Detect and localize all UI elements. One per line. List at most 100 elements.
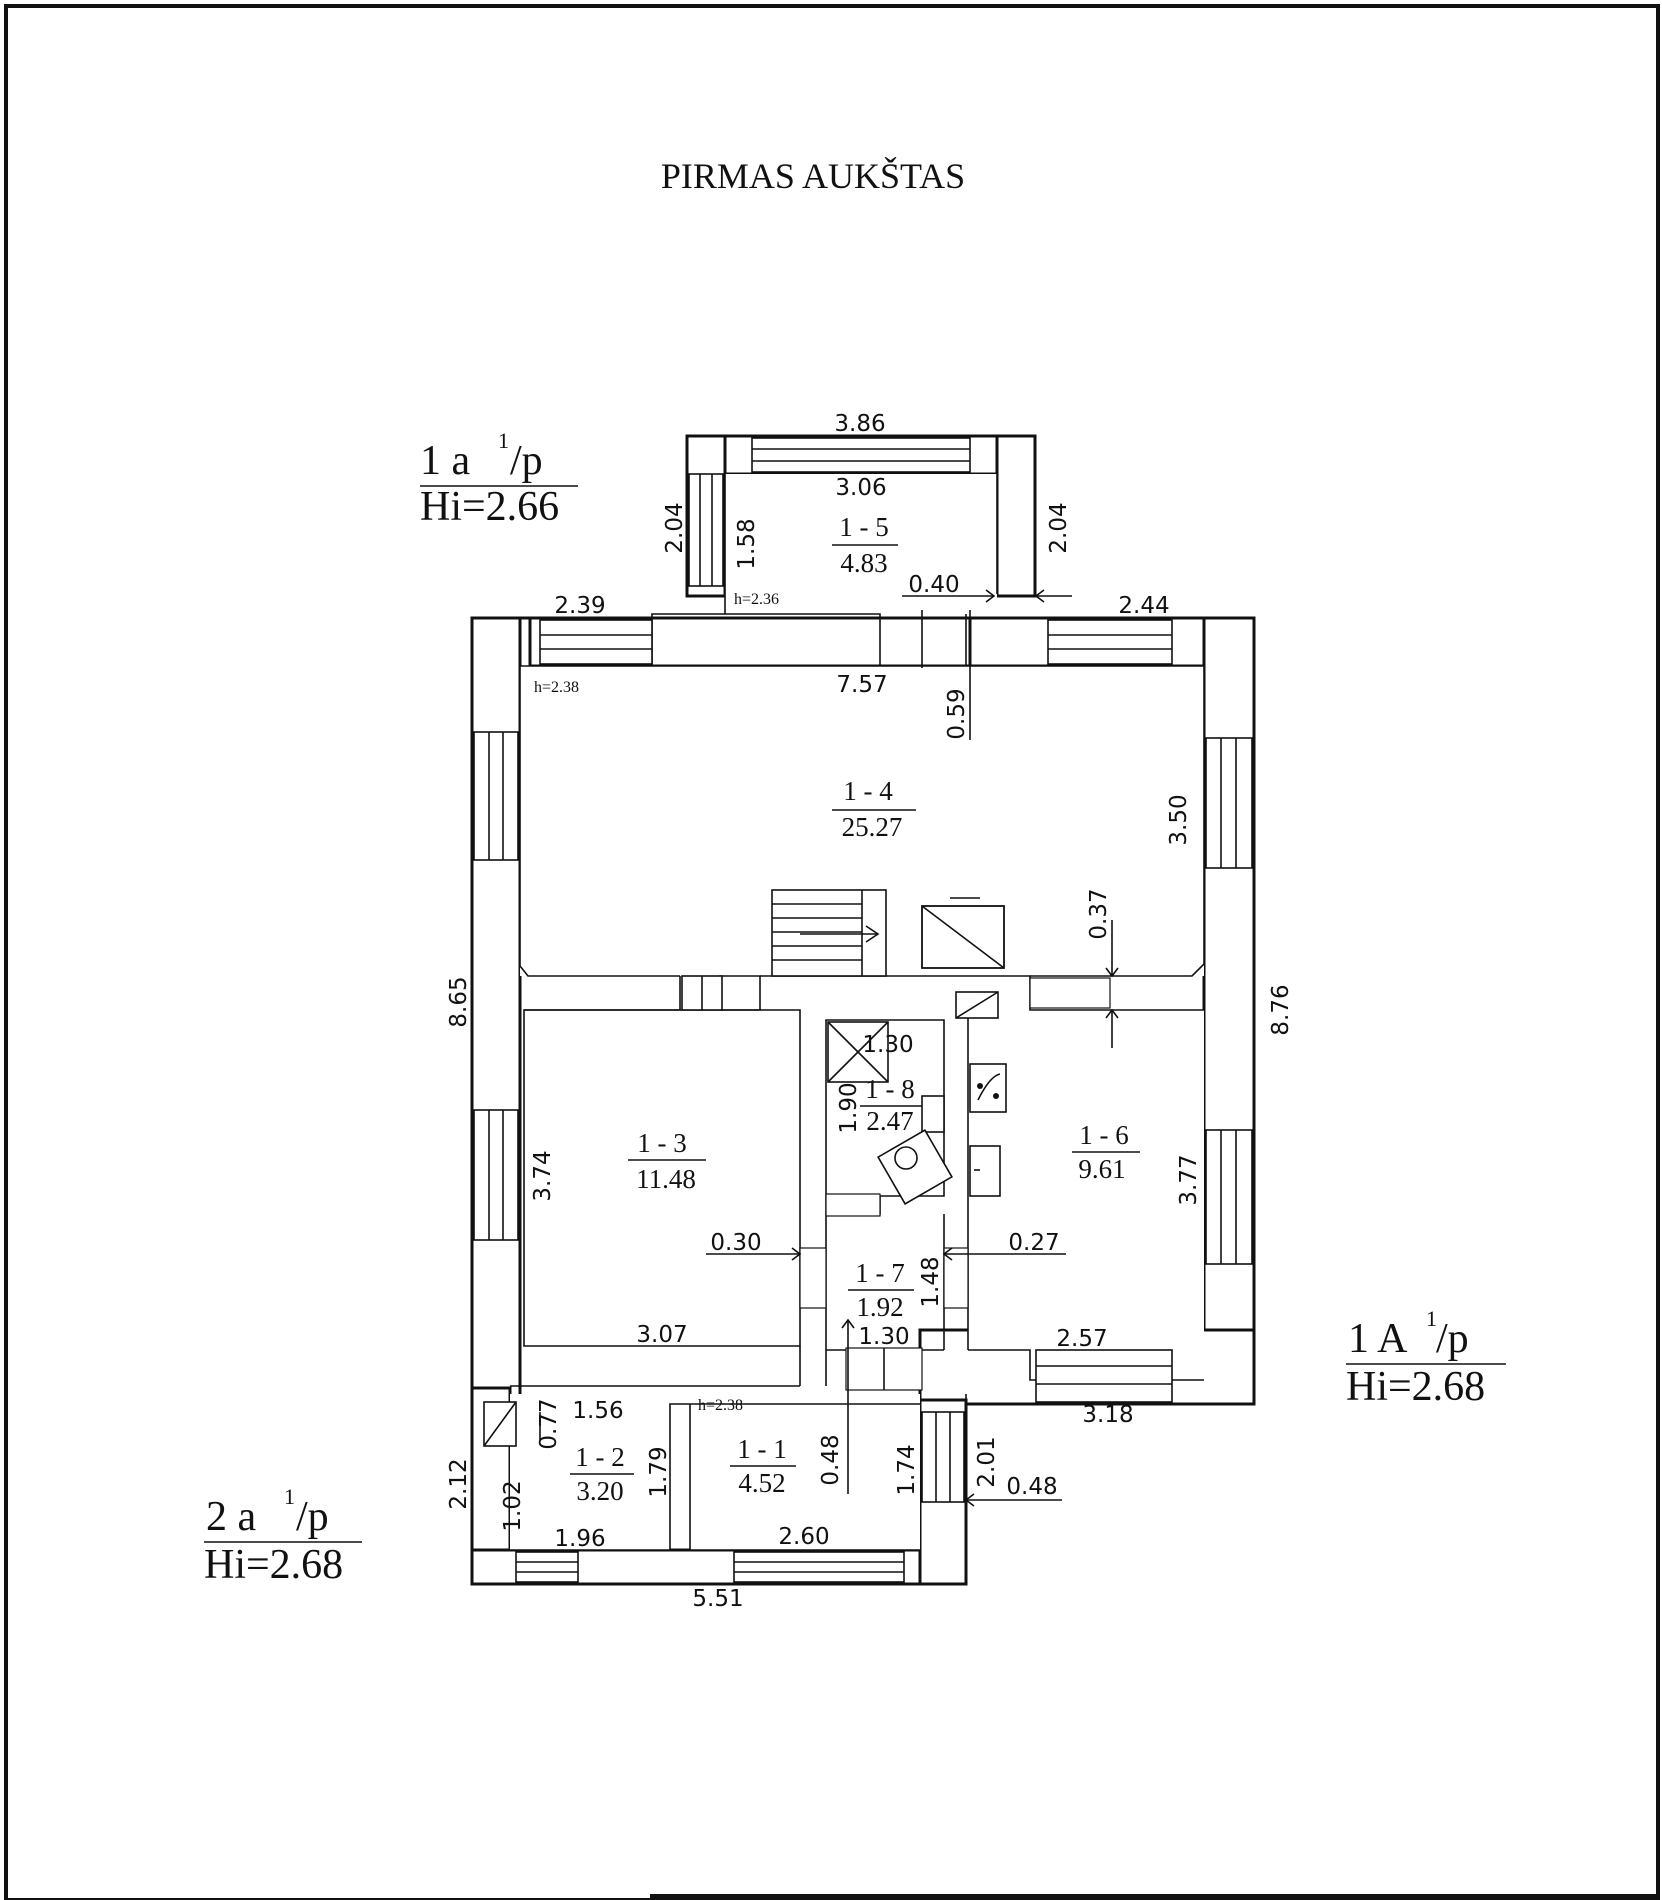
dim-label: 3.86 xyxy=(834,411,885,437)
dim-label: 3.07 xyxy=(636,1322,687,1348)
dim-label: 3.50 xyxy=(1166,794,1192,845)
room-label-1-1: 1 - 1 4.52 xyxy=(730,1434,796,1498)
room-number: 1 - 2 xyxy=(575,1442,625,1472)
room-number: 1 - 5 xyxy=(839,512,889,542)
window xyxy=(1047,619,1173,665)
dim-label: 1.56 xyxy=(572,1398,623,1424)
room-label-1-4: 1 - 4 25.27 xyxy=(832,776,916,842)
window xyxy=(515,1551,579,1583)
dim-label: 2.12 xyxy=(446,1458,472,1509)
window xyxy=(473,731,519,861)
dim-label: 0.48 xyxy=(818,1434,844,1485)
dim-label: 0.37 xyxy=(1086,888,1112,939)
dim-label: 8.65 xyxy=(446,976,472,1027)
ceiling-height-labels: h=2.36 h=2.38 h=2.38 xyxy=(534,591,779,1414)
room-area: 9.61 xyxy=(1078,1154,1125,1184)
dim-label: 1.74 xyxy=(894,1444,920,1495)
door-openings xyxy=(681,975,1111,1391)
room-area: 3.20 xyxy=(576,1476,623,1506)
kitchen-stove-icon xyxy=(969,1063,1007,1113)
dim-label: 0.77 xyxy=(536,1398,562,1449)
room-label-1-2: 1 - 2 3.20 xyxy=(570,1442,634,1506)
room-area: 4.52 xyxy=(738,1468,785,1498)
room-interiors xyxy=(510,474,1204,1550)
dim-label: 0.48 xyxy=(1006,1474,1057,1500)
room-number: 1 - 6 xyxy=(1079,1120,1129,1150)
window xyxy=(539,619,653,665)
wall-type: 1 A xyxy=(1348,1316,1408,1362)
dim-label: 1.58 xyxy=(734,518,760,569)
room-number: 1 - 8 xyxy=(865,1074,915,1104)
wall-type-suffix: /p xyxy=(296,1494,329,1540)
toilet-icon xyxy=(877,1129,953,1205)
room-area: 11.48 xyxy=(636,1164,696,1194)
room-area: 1.92 xyxy=(856,1292,903,1322)
room-label-1-5: 1 - 5 4.83 xyxy=(832,512,898,578)
kitchen-sink-icon xyxy=(969,1145,1001,1197)
wall-type-suffix: /p xyxy=(1436,1316,1469,1362)
dim-label: 3.77 xyxy=(1176,1154,1202,1205)
stove-icon xyxy=(921,897,1005,969)
window xyxy=(688,473,724,587)
dim-label: 3.18 xyxy=(1082,1402,1133,1428)
wall-type-sup: 1 xyxy=(498,428,509,453)
wall-type-sup: 1 xyxy=(284,1484,295,1509)
dim-label: 5.51 xyxy=(692,1586,743,1612)
dim-label: 2.60 xyxy=(778,1524,829,1550)
shower-icon xyxy=(827,1021,889,1083)
dim-label: 1.30 xyxy=(858,1324,909,1350)
room-number: 1 - 1 xyxy=(737,1434,787,1464)
dim-label: 2.39 xyxy=(554,593,605,619)
ceiling-height-label: h=2.36 xyxy=(734,591,779,608)
wall-height: Hi=2.68 xyxy=(1346,1364,1485,1410)
ceiling-height-label: h=2.38 xyxy=(534,679,579,696)
room-area: 25.27 xyxy=(842,812,903,842)
room-number: 1 - 3 xyxy=(637,1128,687,1158)
heater-icon xyxy=(955,991,999,1019)
dim-label: 1.02 xyxy=(500,1480,526,1531)
wall-height: Hi=2.66 xyxy=(420,484,559,530)
dim-label: 2.57 xyxy=(1056,1326,1107,1352)
dim-label: 0.27 xyxy=(1008,1230,1059,1256)
window xyxy=(1035,1349,1173,1403)
window xyxy=(751,437,971,473)
window xyxy=(1205,737,1253,869)
dim-label: 2.44 xyxy=(1118,593,1169,619)
dim-label: 1.90 xyxy=(836,1082,862,1133)
dimension-arrows xyxy=(706,589,1119,1507)
window xyxy=(921,1411,965,1503)
room-label-1-6: 1 - 6 9.61 xyxy=(1072,1120,1140,1184)
staircase xyxy=(771,889,887,977)
page-frame xyxy=(4,4,1660,1900)
dim-label: 8.76 xyxy=(1268,984,1294,1035)
wall-type-sup: 1 xyxy=(1426,1306,1437,1331)
wall-label-2a: 2 a 1 /p Hi=2.68 xyxy=(204,1484,362,1588)
dim-label: 2.04 xyxy=(662,502,688,553)
room-label-1-8: 1 - 8 2.47 xyxy=(860,1074,922,1136)
dim-label: 1.48 xyxy=(918,1256,944,1307)
window xyxy=(733,1551,905,1583)
sink-icon xyxy=(921,1095,945,1133)
heater-icon xyxy=(483,1401,517,1447)
room-area: 4.83 xyxy=(840,548,887,578)
window xyxy=(473,1109,519,1241)
dim-label: 3.74 xyxy=(530,1150,556,1201)
dim-label: 0.40 xyxy=(908,572,959,598)
room-area: 2.47 xyxy=(866,1106,913,1136)
wall-type: 2 a xyxy=(206,1494,257,1540)
dim-label: 2.01 xyxy=(974,1436,1000,1487)
dim-label: 1.30 xyxy=(862,1032,913,1058)
page-title: PIRMAS AUKŠTAS xyxy=(661,156,965,196)
room-number: 1 - 4 xyxy=(843,776,893,806)
room-number: 1 - 7 xyxy=(855,1258,905,1288)
dim-label: 0.30 xyxy=(710,1230,761,1256)
wall-label-1A: 1 A 1 /p Hi=2.68 xyxy=(1346,1306,1506,1410)
dim-label: 3.06 xyxy=(835,475,886,501)
dim-label: 2.04 xyxy=(1046,502,1072,553)
wall-height: Hi=2.68 xyxy=(204,1542,343,1588)
dim-label: 1.79 xyxy=(646,1446,672,1497)
wall-type: 1 a xyxy=(420,438,471,484)
windows xyxy=(473,437,1253,1583)
wall-type-suffix: /p xyxy=(510,438,543,484)
